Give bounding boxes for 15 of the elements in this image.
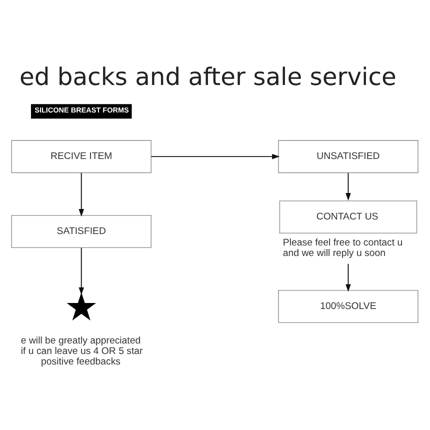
node-picture <box>66 292 96 320</box>
node-label: Please feel free to contact u and we will reply u soon <box>282 238 403 260</box>
label: SILICONE BREAST FORMS <box>34 105 129 114</box>
arrow <box>150 154 280 160</box>
node-box: RECIVE ITEM <box>11 140 152 174</box>
node-label: e will be greatly appreciated if u can leave us 4 OR 5 star positive feedbacks <box>20 336 143 368</box>
node-box: SATISFIED <box>11 215 152 248</box>
node-box: 100%SOLVE <box>278 290 418 324</box>
node-box: UNSATISFIED <box>278 140 418 174</box>
arrow <box>78 247 84 296</box>
arrow <box>78 172 84 217</box>
arrow <box>346 263 351 292</box>
diagram-title: ed backs and after sale service <box>19 62 396 91</box>
node-box: CONTACT US <box>279 200 418 234</box>
arrow <box>346 172 351 201</box>
